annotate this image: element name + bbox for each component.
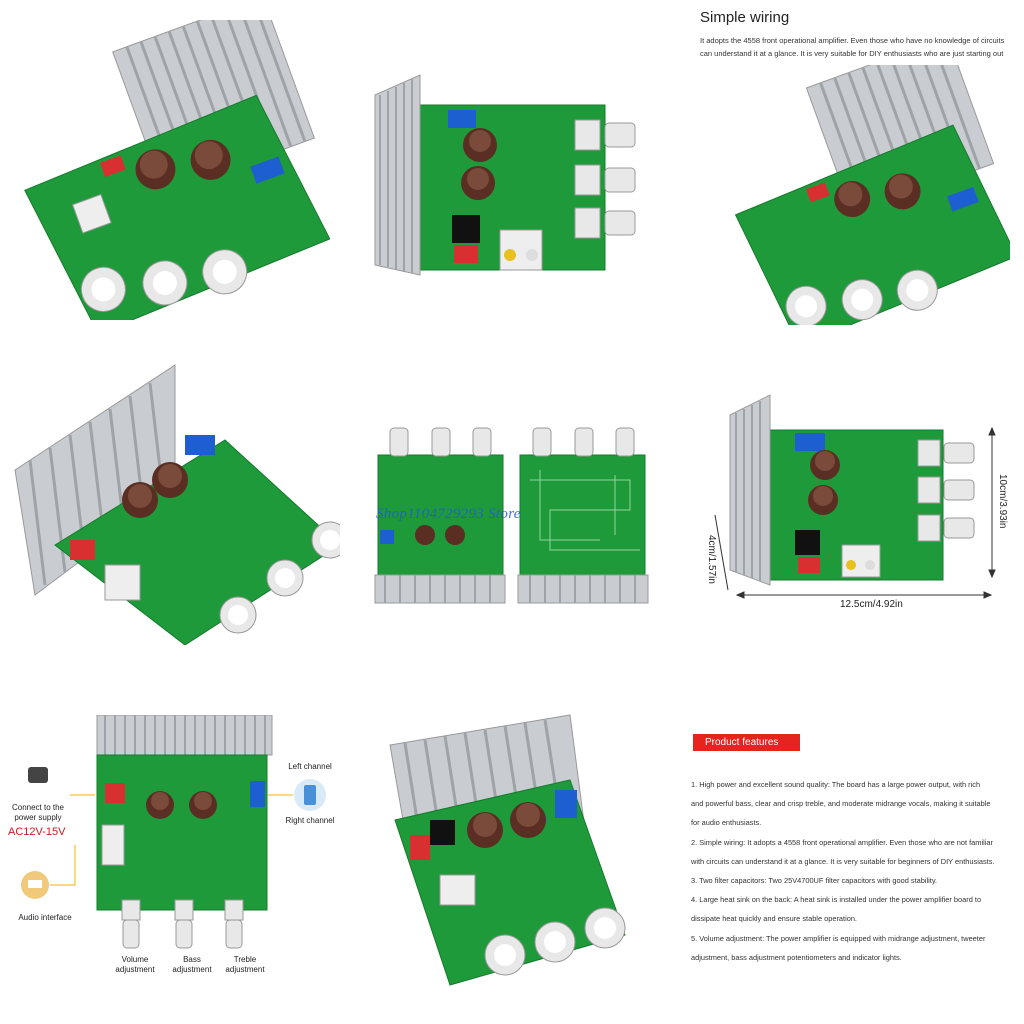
- voltage-label: AC12V-15V: [8, 826, 66, 838]
- wiring-title: Simple wiring: [700, 9, 790, 26]
- product-photo-4: [10, 360, 340, 645]
- wiring-body: It adopts the 4558 front operational amp…: [700, 36, 1005, 58]
- feature-line: with circuits can understand it at a gla…: [691, 856, 995, 866]
- product-features-list: 1. High power and excellent sound qualit…: [691, 775, 1016, 967]
- feature-line: 3. Two filter capacitors: Two 25V4700UF …: [691, 876, 938, 886]
- audio-interface-label: Audio interface: [18, 913, 72, 922]
- volume-label: Volume adjustment: [115, 955, 155, 974]
- product-photo-3: [720, 65, 1010, 325]
- product-features-badge: Product features: [693, 734, 800, 751]
- feature-line: 5. Volume adjustment: The power amplifie…: [691, 933, 986, 943]
- feature-line: and powerful bass, clear and crisp trebl…: [691, 799, 991, 809]
- product-photo-5: [370, 420, 655, 605]
- dimension-width: 12.5cm/4.92in: [840, 599, 903, 610]
- feature-line: for audio enthusiasts.: [691, 818, 762, 828]
- power-label: Connect to the power supply: [11, 803, 65, 822]
- store-watermark: Shop1104729293 Store: [376, 506, 521, 522]
- left-channel-label: Left channel: [288, 762, 332, 771]
- feature-line: dissipate heat quickly and ensure stable…: [691, 914, 857, 924]
- treble-label: Treble adjustment: [225, 955, 265, 974]
- dimension-depth: 4cm/1.57in: [706, 535, 717, 584]
- product-photo-1: [10, 20, 330, 320]
- feature-line: 4. Large heat sink on the back: A heat s…: [691, 895, 982, 905]
- bass-label: Bass adjustment: [172, 955, 212, 974]
- right-channel-label: Right channel: [285, 816, 335, 825]
- product-photo-6: [700, 385, 1020, 615]
- product-photo-2: [370, 65, 660, 280]
- feature-line: 1. High power and excellent sound qualit…: [691, 780, 981, 789]
- product-photo-7: [370, 710, 670, 1000]
- feature-line: 2. Simple wiring: It adopts a 4558 front…: [691, 837, 993, 847]
- wiring-diagram: [10, 715, 340, 985]
- feature-line: adjustment, bass adjustment potentiomete…: [691, 952, 902, 962]
- dimension-height: 10cm/3.93in: [997, 474, 1008, 529]
